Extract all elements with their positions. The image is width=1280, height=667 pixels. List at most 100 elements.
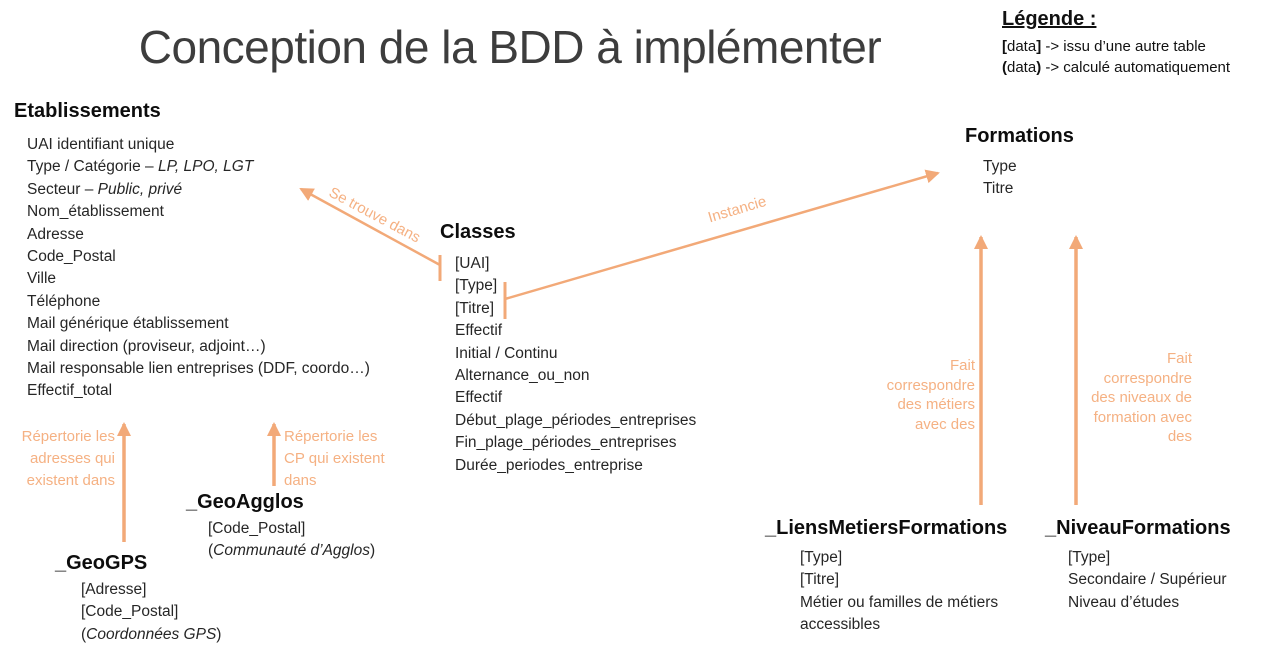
entity-field: Début_plage_périodes_entreprises	[455, 410, 696, 432]
entity-niveau-formations: _NiveauFormations [Type]Secondaire / Sup…	[1045, 517, 1231, 614]
entity-title: _LiensMetiersFormations	[765, 517, 1008, 539]
entity-field: Titre	[983, 178, 1074, 200]
legend-items: [data] -> issu d’une autre table(data) -…	[1002, 36, 1278, 78]
entity-title: _GeoGPS	[55, 552, 148, 574]
text-segment: Effectif	[455, 322, 503, 340]
entity-field: Code_Postal	[27, 246, 370, 268]
text-segment: data	[1007, 59, 1037, 76]
text-segment: Mail générique établissement	[27, 315, 229, 333]
text-segment: Secteur –	[27, 180, 98, 198]
text-segment: UAI identifiant unique	[27, 136, 175, 153]
entity-title: _NiveauFormations	[1045, 517, 1231, 539]
text-segment: [Titre]	[455, 299, 495, 317]
text-segment: Effectif_total	[27, 382, 113, 400]
entity-field: Fin_plage_périodes_entreprises	[455, 432, 696, 454]
entity-field: Initial / Continu	[455, 343, 696, 365]
text-segment: Initial / Continu	[455, 344, 558, 362]
text-segment: Communauté d’Agglos	[213, 542, 370, 560]
entity-field: Effectif	[455, 320, 696, 342]
text-segment: Effectif	[455, 389, 503, 407]
text-segment: Adresse	[27, 225, 84, 243]
text-segment: [	[1002, 38, 1007, 55]
entity-fields: [Adresse] [Code_Postal] (Coordonnées GPS)	[55, 579, 221, 646]
text-segment: -> issu d’une autre table	[1041, 38, 1206, 55]
entity-field: [UAI]	[455, 253, 696, 275]
text-segment: [Titre]	[800, 571, 840, 589]
text-segment: Niveau d’études	[1068, 593, 1180, 611]
text-segment: Métier ou familles de métiers accessible…	[800, 593, 999, 634]
entity-field: Mail générique établissement	[27, 313, 370, 335]
text-segment: -> calculé automatiquement	[1041, 59, 1231, 76]
text-segment: Code_Postal	[27, 248, 116, 266]
entity-title: _GeoAgglos	[186, 491, 304, 513]
text-segment: Début_plage_périodes_entreprises	[455, 411, 697, 429]
entity-field: Secteur – Public, privé	[27, 179, 370, 201]
entity-fields: [Type] [Titre] Métier ou familles de métie…	[765, 547, 1040, 637]
legend-item: (data) -> calculé automatiquement	[1002, 57, 1278, 78]
entity-field: Nom_établissement	[27, 201, 370, 223]
text-segment: [UAI]	[455, 255, 490, 272]
entity-field: UAI identifiant unique	[27, 134, 370, 156]
entity-title: Etablissements	[14, 100, 161, 122]
entity-fields: [Code_Postal](Communauté d’Agglos)	[186, 518, 375, 563]
text-segment: Alternance_ou_non	[455, 367, 590, 385]
text-segment: Nom_établissement	[27, 203, 164, 221]
entity-field: Métier ou familles de métiers accessible…	[800, 592, 1040, 637]
relation-label-instancie: Instancie	[706, 192, 769, 227]
entity-geoagglos: _GeoAgglos [Code_Postal](Communauté d’Ag…	[186, 491, 375, 563]
text-segment: Public, privé	[97, 180, 183, 198]
entity-field: Niveau d’études	[1068, 592, 1231, 614]
text-segment: (	[208, 542, 214, 560]
legend: Légende : [data] -> issu d’une autre tab…	[1002, 8, 1278, 78]
entity-title: Classes	[440, 221, 516, 243]
entity-field: [Code_Postal]	[208, 518, 375, 540]
entity-field: (Coordonnées GPS)	[81, 624, 221, 646]
text-segment: Ville	[27, 270, 57, 288]
entity-field: Durée_periodes_entreprise	[455, 455, 696, 477]
text-segment: [Type]	[455, 277, 498, 295]
entity-field: Alternance_ou_non	[455, 365, 696, 387]
page-title: Conception de la BDD à implémenter	[138, 21, 882, 73]
text-segment: [Type]	[800, 549, 843, 566]
legend-item: [data] -> issu d’une autre table	[1002, 36, 1278, 57]
entity-field: [Adresse]	[81, 579, 221, 601]
text-segment: )	[1036, 59, 1042, 76]
entity-field: Effectif	[455, 387, 696, 409]
entity-field: Ville	[27, 268, 370, 290]
text-segment: LP, LPO, LGT	[157, 158, 254, 176]
text-segment: [Adresse]	[81, 581, 147, 598]
entity-field: (Communauté d’Agglos)	[208, 540, 375, 562]
text-segment: data	[1007, 38, 1037, 55]
text-segment: )	[216, 625, 222, 643]
entity-field: Mail responsable lien entreprises (DDF, …	[27, 358, 370, 380]
entity-field: [Type]	[800, 547, 1040, 569]
text-segment: [Type]	[1068, 549, 1111, 566]
text-segment: Type	[983, 158, 1017, 175]
text-segment: [Code_Postal]	[81, 603, 179, 621]
text-segment: Coordonnées GPS	[86, 625, 217, 643]
text-segment: Fin_plage_périodes_entreprises	[455, 434, 677, 452]
entity-field: [Titre]	[455, 298, 696, 320]
entity-liens-metiers-formations: _LiensMetiersFormations [Type] [Titre] Mét…	[765, 517, 1040, 637]
entity-field: [Type]	[455, 275, 696, 297]
text-segment: Mail direction (proviseur, adjoint…)	[27, 337, 266, 355]
entity-field: Téléphone	[27, 291, 370, 313]
text-segment: Téléphone	[27, 292, 101, 310]
entity-field: Adresse	[27, 224, 370, 246]
text-segment: (	[81, 625, 87, 643]
text-segment: ]	[1036, 38, 1042, 55]
entity-field: Mail direction (proviseur, adjoint…)	[27, 336, 370, 358]
text-segment: Mail responsable lien entreprises (DDF, …	[27, 360, 370, 378]
entity-geogps: _GeoGPS [Adresse] [Code_Postal] (Coordonné…	[55, 552, 221, 646]
